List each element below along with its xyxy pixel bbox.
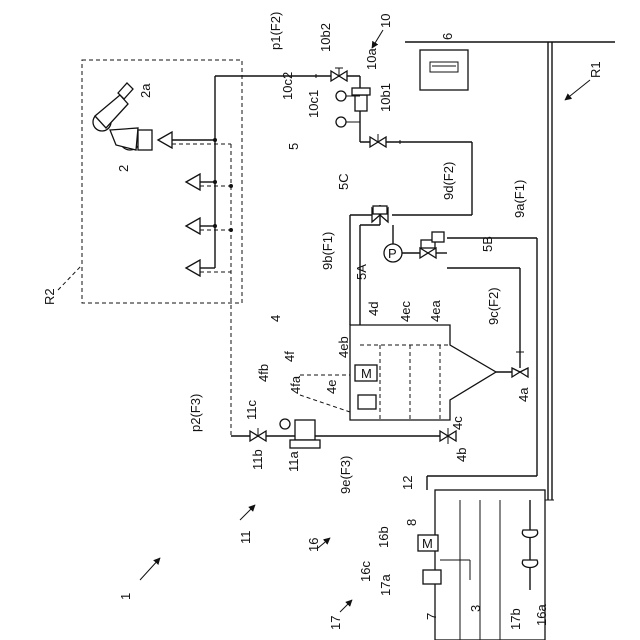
spray-nozzles: [158, 132, 200, 276]
label-4c: 4c: [450, 416, 465, 430]
label-10c2: 10c2: [280, 72, 295, 100]
label-17b: 17b: [508, 608, 523, 630]
label-6: 6: [440, 33, 455, 40]
label-5c: 5C: [336, 173, 351, 190]
label-11c: 11c: [244, 400, 259, 420]
label-4eb: 4eb: [336, 336, 351, 358]
label-p2: p2(F3): [188, 394, 203, 432]
label-10b1: 10b1: [378, 83, 393, 112]
label-r2: R2: [42, 288, 57, 305]
pump-symbol: P: [388, 246, 397, 261]
label-5a: 5A: [354, 264, 369, 280]
label-8: 8: [404, 519, 419, 526]
label-10: 10: [378, 14, 393, 28]
label-16c: 16c: [358, 561, 373, 582]
label-4d: 4d: [366, 302, 381, 316]
robot-area-r2: [82, 60, 242, 303]
label-17: 17: [328, 616, 343, 630]
label-10b2: 10b2: [318, 23, 333, 52]
label-16a: 16a: [534, 604, 549, 626]
label-16: 16: [306, 538, 321, 552]
label-16b: 16b: [376, 526, 391, 548]
label-11a: 11a: [286, 451, 301, 472]
label-3: 3: [468, 605, 483, 612]
label-11b: 11b: [250, 449, 265, 470]
label-11: 11: [238, 531, 253, 545]
label-2: 2: [116, 165, 131, 172]
motor-4e-symbol: M: [361, 366, 372, 381]
label-4a: 4a: [516, 387, 531, 402]
tank-4: M: [300, 325, 528, 420]
label-r1: R1: [588, 61, 603, 78]
floor-r1: [405, 42, 615, 500]
label-5b: 5B: [480, 236, 495, 252]
motor-16b-symbol: M: [422, 536, 433, 551]
label-4: 4: [268, 315, 283, 322]
label-7: 7: [424, 613, 439, 620]
label-5: 5: [286, 143, 301, 150]
label-17a: 17a: [378, 574, 393, 596]
label-4e: 4e: [324, 380, 339, 394]
label-4ea: 4ea: [428, 300, 443, 322]
label-p1: p1(F2): [268, 12, 283, 50]
station-11: [231, 419, 456, 448]
label-9d: 9d(F2): [441, 162, 456, 200]
label-4fb: 4fb: [256, 364, 271, 382]
label-10c1: 10c1: [306, 90, 321, 118]
label-9b: 9b(F1): [320, 232, 335, 270]
label-4f: 4f: [282, 351, 297, 362]
label-12: 12: [400, 476, 415, 490]
label-9c: 9c(F2): [486, 287, 501, 325]
label-9a: 9a(F1): [512, 180, 527, 218]
manifold-lines: [172, 76, 233, 436]
label-4fa: 4fa: [288, 375, 303, 394]
label-9e: 9e(F3): [338, 456, 353, 494]
label-1: 1: [118, 593, 133, 600]
label-2a: 2a: [138, 83, 153, 98]
cabinet-6: [420, 50, 468, 90]
label-4ec: 4ec: [398, 301, 413, 322]
label-4b: 4b: [454, 448, 469, 462]
label-10a: 10a: [364, 48, 379, 70]
